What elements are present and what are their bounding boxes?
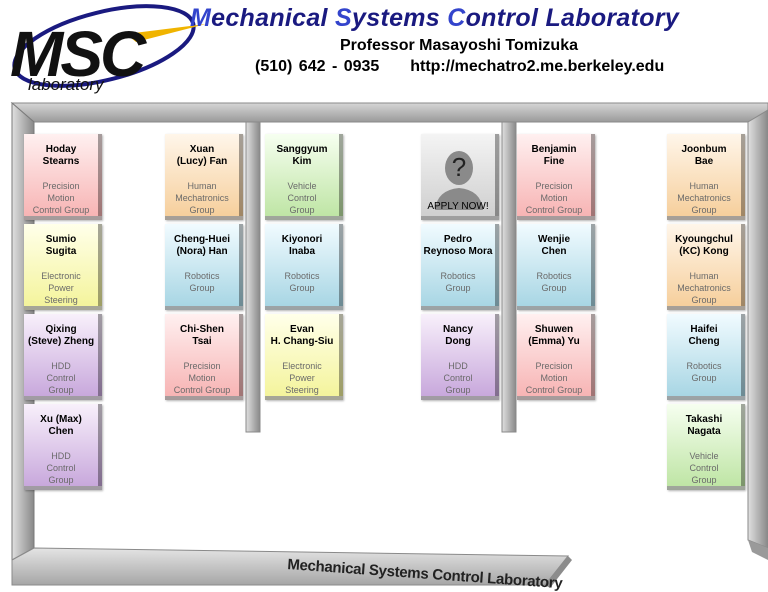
person-name: Xu (Max)Chen (40, 414, 82, 437)
msc-logo: MSC laboratory (10, 4, 206, 94)
placeholder-person-icon: ? (435, 151, 483, 210)
apply-now-label: APPLY NOW! (427, 201, 489, 212)
person-card-apply-now[interactable]: ? APPLY NOW! (421, 134, 499, 220)
title-part: ystems (352, 4, 448, 32)
title-part: C (447, 4, 466, 32)
svg-text:?: ? (452, 152, 466, 182)
title-part: echanical (211, 4, 336, 32)
logo-text: MSC (10, 18, 147, 90)
person-name: Shuwen(Emma) Yu (528, 324, 580, 347)
phone-number: (510) 642 - 0935 (255, 58, 380, 75)
lab-url-link[interactable]: http://mechatro2.me.berkeley.edu (410, 58, 665, 75)
person-name: Qixing(Steve) Zheng (27, 324, 95, 347)
page-title: Mechanical Systems Control Laboratory (190, 4, 679, 33)
title-part: M (190, 4, 212, 32)
title-part: S (335, 4, 353, 32)
logo-subtext: laboratory (28, 75, 105, 94)
person-name: Cheng-Huei(Nora) Han (173, 234, 231, 257)
contact-info: (510) 642 - 0935 http://mechatro2.me.ber… (255, 58, 664, 76)
person-name: Kyoungchul(KC) Kong (675, 234, 733, 257)
professor-name: Professor Masayoshi Tomizuka (340, 37, 578, 54)
title-part: ontrol Laboratory (465, 4, 680, 32)
person-name: Xuan(Lucy) Fan (176, 144, 228, 167)
